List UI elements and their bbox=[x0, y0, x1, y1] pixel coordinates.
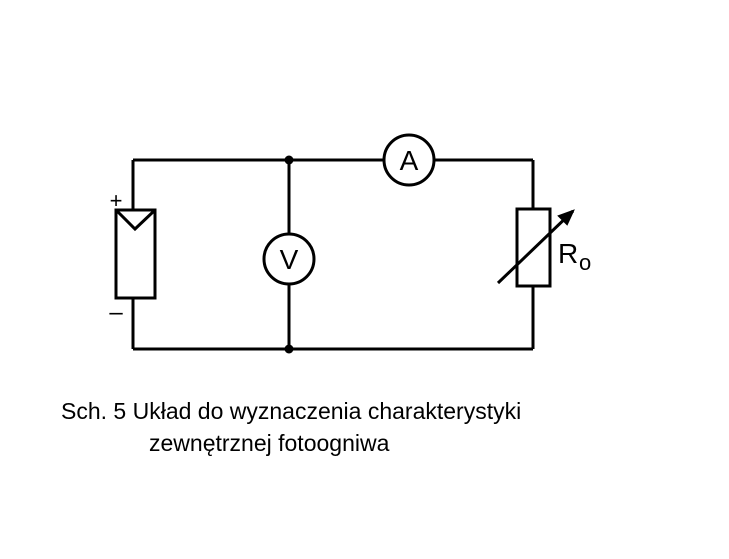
ammeter-label: A bbox=[400, 145, 419, 176]
caption-line-2: zewnętrznej fotoogniwa bbox=[149, 430, 390, 456]
voltmeter-label: V bbox=[280, 244, 299, 275]
variable-resistor-arrow-line bbox=[496, 209, 575, 285]
ammeter bbox=[382, 133, 436, 187]
resistor-label: R bbox=[558, 238, 578, 269]
minus-terminal-label: – bbox=[109, 299, 123, 326]
resistor-subscript: o bbox=[579, 250, 591, 275]
photocell bbox=[114, 208, 157, 300]
junction-top bbox=[284, 155, 294, 165]
junction-bottom bbox=[284, 344, 294, 354]
variable-resistor bbox=[515, 207, 552, 288]
voltmeter bbox=[262, 232, 316, 286]
photocell-diode-mark bbox=[115, 209, 156, 232]
caption-line-1: Sch. 5 Układ do wyznaczenia charakteryst… bbox=[61, 398, 522, 424]
plus-terminal-label: + bbox=[110, 188, 123, 213]
variable-resistor-arrowhead-icon bbox=[557, 209, 575, 226]
